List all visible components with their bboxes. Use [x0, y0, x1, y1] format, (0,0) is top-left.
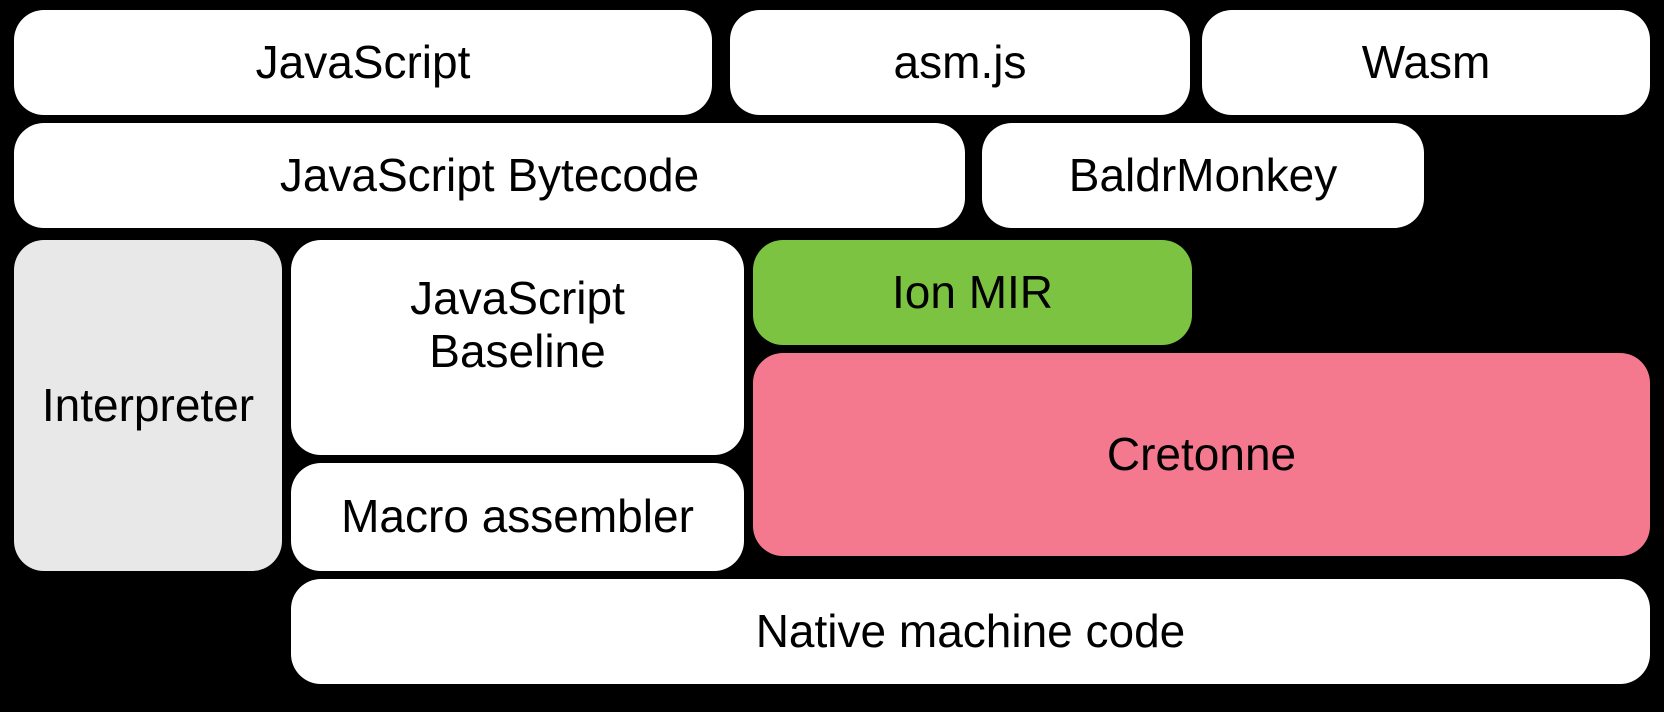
node-javascript-baseline: JavaScript Baseline: [291, 240, 744, 455]
node-javascript: JavaScript: [14, 10, 712, 115]
node-interpreter: Interpreter: [14, 240, 282, 571]
node-javascript-baseline-label: JavaScript Baseline: [410, 272, 625, 378]
node-macro-assembler: Macro assembler: [291, 463, 744, 571]
node-cretonne: Cretonne: [753, 353, 1650, 556]
node-javascript-bytecode: JavaScript Bytecode: [14, 123, 965, 228]
node-ion-mir: Ion MIR: [753, 240, 1192, 345]
node-asmjs: asm.js: [730, 10, 1190, 115]
node-baldrmonkey: BaldrMonkey: [982, 123, 1424, 228]
node-wasm: Wasm: [1202, 10, 1650, 115]
node-native-machine-code: Native machine code: [291, 579, 1650, 684]
